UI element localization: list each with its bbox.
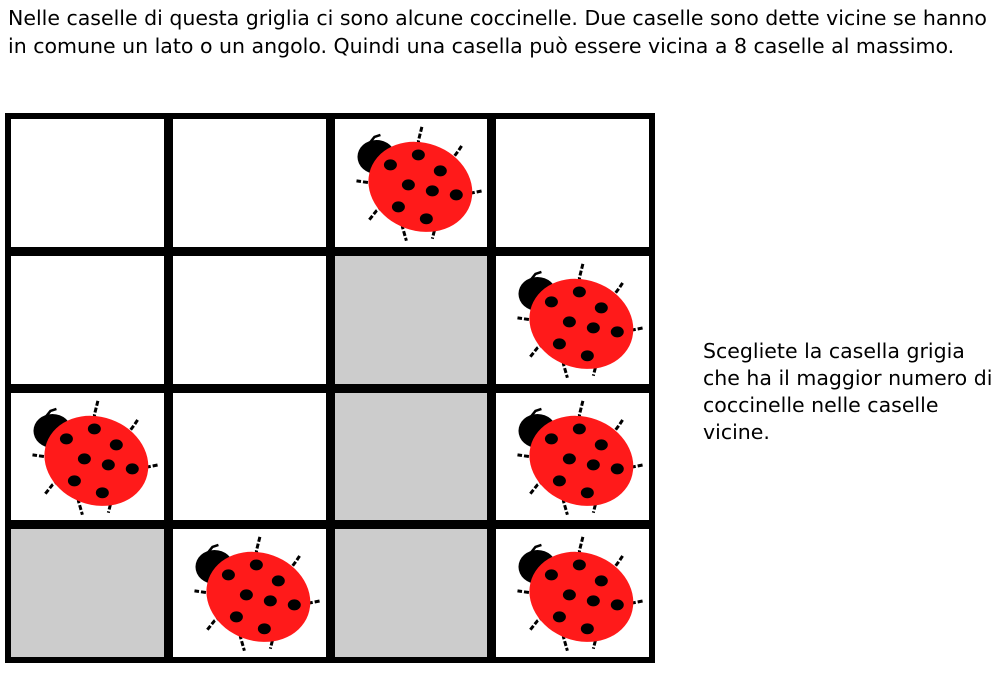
grid-cell — [11, 255, 164, 384]
grid-cell — [334, 119, 488, 247]
grid-cell — [172, 529, 326, 657]
ladybug-icon — [32, 398, 159, 515]
grid-cell — [172, 119, 326, 247]
grid-cell-gray[interactable] — [334, 392, 488, 521]
ladybug-grid — [5, 113, 655, 663]
instructions-text: Nelle caselle di questa griglia ci sono … — [8, 6, 987, 58]
grid-cell-gray[interactable] — [334, 529, 488, 657]
grid-cell — [172, 392, 326, 521]
grid-cell — [496, 529, 649, 657]
grid-cell — [11, 119, 164, 247]
grid-cell — [11, 392, 164, 521]
ladybug-icon — [355, 124, 483, 242]
question-text: Scegliete la casella grigia che ha il ma… — [703, 339, 993, 444]
grid-cell — [496, 119, 649, 247]
grid-cell — [172, 255, 326, 384]
ladybug-icon — [517, 398, 644, 515]
grid-cell — [496, 255, 649, 384]
grid-cell-gray[interactable] — [11, 529, 164, 657]
ladybug-icon — [517, 534, 644, 652]
grid-cell — [496, 392, 649, 521]
grid-cell-gray[interactable] — [334, 255, 488, 384]
ladybug-icon — [194, 534, 321, 652]
ladybug-icon — [517, 261, 644, 378]
